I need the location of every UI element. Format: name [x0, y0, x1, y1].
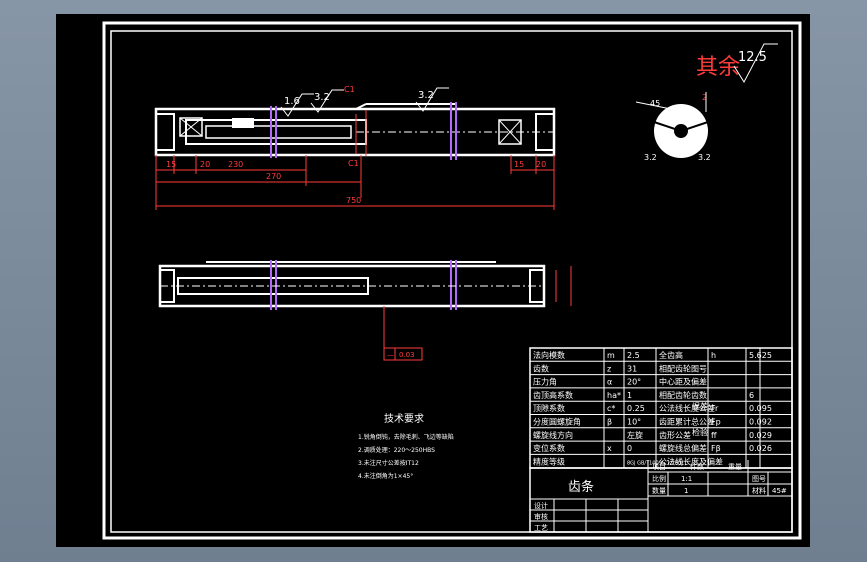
param-cell-5-1: β	[607, 418, 612, 427]
outer-border	[102, 21, 802, 540]
param-cell-1-2: 31	[627, 364, 637, 373]
surface-marks: 1.6 3.2 3.2 C1 C1	[280, 85, 449, 168]
param-cell-1-3: 相配齿轮图号	[659, 363, 707, 373]
tech-req-title: 技术要求	[384, 412, 424, 425]
param-cell-0-2: 2.5	[627, 351, 640, 360]
param-cell-4-1: c*	[607, 404, 615, 413]
dimensions: 15 20 230 270 750 15 20	[155, 155, 555, 210]
tb-hdr-2: 重量	[728, 463, 742, 471]
dim-2: 20	[200, 160, 210, 169]
param-cell-0-3: 全齿高	[659, 350, 683, 360]
param-cell-8-0: 精度等级	[533, 456, 565, 466]
end-view-mark-2: 3.2	[698, 153, 711, 162]
tb-hdr-9: 45#	[772, 487, 787, 495]
tb-hdr-7: 1	[684, 487, 688, 495]
end-view-angle: 45	[650, 99, 660, 108]
param-cell-1-0: 齿数	[533, 363, 549, 373]
dim-3: 230	[228, 160, 243, 169]
param-cell-7-2: 0	[627, 444, 632, 453]
param-cell-5-2: 10°	[627, 418, 641, 427]
tb-hdr-4: 1:1	[681, 475, 692, 483]
tb-row-2: 工艺	[534, 524, 548, 532]
tb-hdr-6: 数量	[652, 486, 666, 495]
tb-hdr-5: 图号	[752, 475, 766, 483]
dim-5: 750	[346, 196, 361, 205]
surface-mark-3: 3.2	[418, 90, 434, 101]
param-cell-3-3: 相配齿轮齿数	[659, 390, 707, 400]
tb-hdr-0: 项目	[652, 463, 666, 471]
param-cell-4-0: 顶隙系数	[533, 403, 565, 413]
surface-mark-1: 1.6	[284, 96, 300, 107]
param-cell-3-0: 齿顶高系数	[533, 390, 573, 400]
tech-req-line-2: 2.调质处理：220～250HBS	[358, 446, 435, 454]
drawing-sheet: 其余 12.5	[56, 14, 810, 547]
param-cell-6-3: 齿形公差	[659, 430, 691, 440]
tech-req-line-3: 3.未注尺寸公差按IT12	[358, 459, 419, 467]
roughness-symbol	[733, 43, 778, 84]
param-cell-2-0: 压力角	[533, 377, 557, 387]
tb-hdr-8: 材料	[752, 486, 766, 495]
param-cell-1-1: z	[607, 364, 611, 373]
param-cell-7-0: 变位系数	[533, 443, 565, 453]
dim-4: 270	[266, 172, 281, 181]
param-cell-2-2: 20°	[627, 378, 641, 387]
dim-7: 20	[536, 160, 546, 169]
param-cell-6-4: ff	[711, 431, 717, 440]
tb-hdr-1: 件数	[690, 462, 704, 471]
tech-req-line-4: 4.未注倒角为1×45°	[358, 472, 413, 480]
param-cell-2-1: α	[607, 378, 612, 387]
roughness-value: 12.5	[738, 50, 767, 65]
shaft-main-view	[154, 102, 556, 160]
roughness-label: 其余	[696, 55, 740, 80]
part-name: 齿条	[568, 479, 594, 495]
param-cell-4-3: 公法线长度公差	[659, 403, 715, 413]
param-cell-5-0: 分度圆螺旋角	[533, 417, 581, 427]
inner-border	[110, 30, 793, 533]
param-cell-4-4: Fr	[711, 404, 719, 413]
param-cell-0-1: m	[607, 351, 615, 360]
datum-symbol: —	[387, 351, 394, 359]
parameter-table: 法向模数m2.5全齿高h5.625齿数z31相配齿轮图号压力角α20°中心距及偏…	[529, 347, 793, 469]
roughness-note: 其余 12.5	[696, 43, 778, 84]
tb-row-1: 审核	[534, 512, 548, 521]
param-cell-3-1: ha*	[607, 391, 621, 400]
tech-req-line-1: 1.锐角倒钝，去除毛刺、飞边等缺陷	[358, 433, 454, 441]
tolerance-value: 0.03	[399, 351, 415, 359]
param-cell-3-5: 6	[749, 391, 754, 400]
param-cell-8-3: 公法线长度及偏差	[659, 456, 723, 466]
bottom-view: — 0.03	[158, 260, 572, 361]
param-side-label: 检验	[692, 427, 708, 437]
surface-mark-2: 3.2	[314, 92, 330, 103]
end-view-mark-1: 3.2	[644, 153, 657, 162]
param-cell-5-4: Fp	[711, 418, 721, 427]
tb-row-0: 设计	[534, 501, 548, 510]
end-view: 45 2 3.2 3.2	[635, 92, 711, 162]
param-cell-2-3: 中心距及偏差	[659, 377, 707, 387]
dim-1: 15	[166, 160, 176, 169]
chamfer-mark-2: C1	[348, 159, 359, 168]
param-cell-5-3: 齿距累计总公差	[659, 417, 715, 427]
param-cell-7-1: x	[607, 444, 612, 453]
dim-6: 15	[514, 160, 524, 169]
end-view-dim: 2	[702, 93, 707, 102]
param-cell-0-0: 法向模数	[533, 350, 565, 360]
title-block: 齿条 项目 件数 重量 比例 1:1 图号 数量 1 材料 45# 设计 审核 …	[529, 460, 793, 533]
param-side-label: 误差	[692, 401, 708, 411]
param-cell-0-4: h	[711, 351, 716, 360]
drawing-canvas: 其余 12.5	[102, 21, 802, 540]
param-cell-3-2: 1	[627, 391, 632, 400]
param-cell-6-0: 螺旋线方向	[533, 430, 573, 440]
tech-requirements: 技术要求 1.锐角倒钝，去除毛刺、飞边等缺陷 2.调质处理：220～250HBS…	[358, 412, 454, 480]
tb-hdr-3: 比例	[652, 474, 666, 483]
param-cell-7-3: 螺旋线总偏差	[659, 443, 707, 453]
chamfer-mark-1: C1	[344, 85, 355, 94]
param-cell-7-4: Fβ	[711, 444, 721, 453]
param-cell-4-2: 0.25	[627, 404, 645, 413]
param-cell-6-2: 左旋	[627, 430, 643, 440]
